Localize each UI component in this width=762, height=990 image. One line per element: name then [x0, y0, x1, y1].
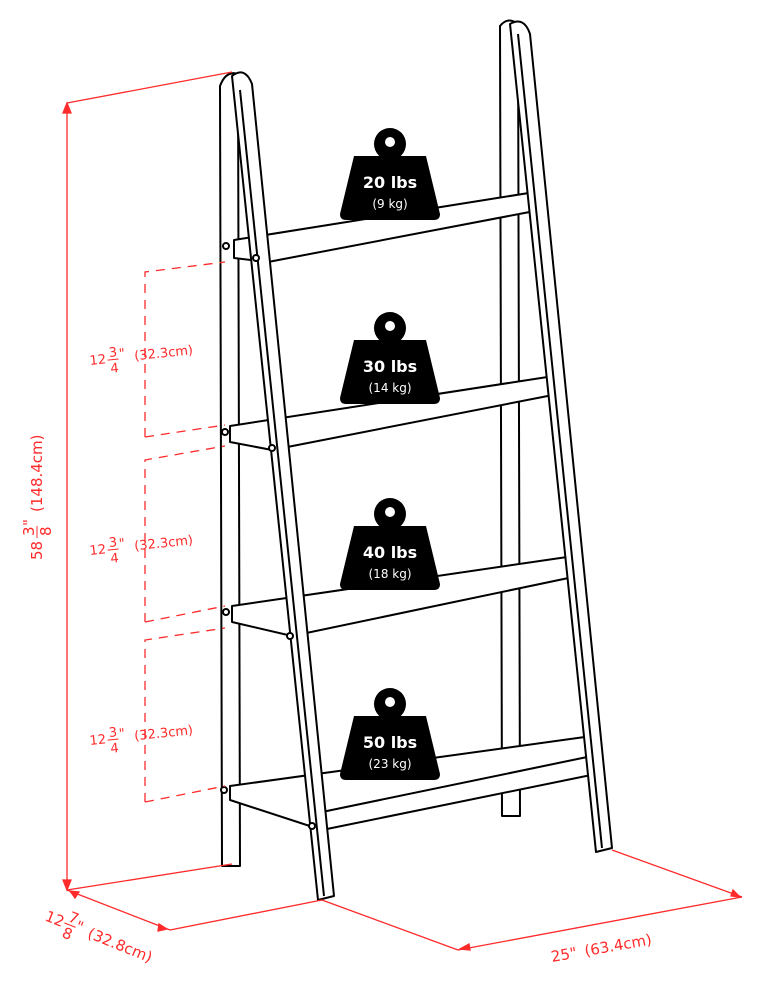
- shelf-4-edge: [321, 755, 593, 813]
- svg-text:12: 12: [89, 542, 107, 559]
- weight-capacity: 20 lbs: [363, 173, 417, 192]
- weight-badge: 40 lbs (18 kg): [340, 498, 440, 590]
- weight-icon: [340, 340, 440, 404]
- svg-text:25": 25": [550, 944, 579, 966]
- shelf-1: [233, 191, 541, 263]
- weight-badge: 30 lbs (14 kg): [340, 312, 440, 404]
- shelf-2: [229, 375, 559, 451]
- depth-label: 12 7 8 " (32.8cm): [43, 907, 155, 966]
- weight-icon: [340, 716, 440, 780]
- shelf-spacing-brackets: [144, 261, 226, 803]
- width-label: 25" (63.4cm): [550, 931, 654, 966]
- svg-text:": ": [20, 519, 38, 526]
- svg-text:(32.8cm): (32.8cm): [85, 924, 155, 966]
- svg-text:12: 12: [89, 352, 107, 369]
- weight-metric: (14 kg): [368, 381, 411, 395]
- svg-text:": ": [118, 726, 126, 742]
- svg-text:(32.3cm): (32.3cm): [134, 533, 194, 554]
- dimension-lines: [62, 71, 743, 951]
- svg-text:58: 58: [28, 541, 46, 560]
- svg-text:3: 3: [20, 526, 38, 536]
- svg-text:3: 3: [108, 345, 118, 361]
- weight-metric: (18 kg): [368, 567, 411, 581]
- right-front-leg-inner: [517, 33, 603, 849]
- weight-icon: [340, 156, 440, 220]
- weight-icon: [340, 526, 440, 590]
- weight-badges: 20 lbs (9 kg) 30 lbs (14 kg) 40 lbs (18 kg) 50…: [340, 128, 440, 780]
- svg-text:(32.3cm): (32.3cm): [134, 723, 194, 744]
- weight-capacity: 50 lbs: [363, 733, 417, 752]
- height-label: 58 3 8 " (148.4cm): [20, 434, 55, 560]
- weight-capacity: 30 lbs: [363, 357, 417, 376]
- weight-capacity: 40 lbs: [363, 543, 417, 562]
- weight-metric: (23 kg): [368, 757, 411, 771]
- svg-text:12: 12: [89, 732, 107, 749]
- svg-text:": ": [118, 536, 126, 552]
- svg-text:4: 4: [110, 551, 120, 567]
- svg-text:(63.4cm): (63.4cm): [583, 931, 653, 961]
- left-front-leg-inner: [239, 89, 325, 897]
- weight-badge: 50 lbs (23 kg): [340, 688, 440, 780]
- svg-text:(148.4cm): (148.4cm): [28, 434, 46, 512]
- svg-text:3: 3: [108, 725, 118, 741]
- svg-text:(32.3cm): (32.3cm): [134, 343, 194, 364]
- svg-text:4: 4: [110, 741, 120, 757]
- svg-text:8: 8: [37, 526, 55, 536]
- screws: [220, 242, 316, 830]
- svg-text:4: 4: [110, 361, 120, 377]
- right-front-leg: [509, 20, 613, 853]
- left-back-leg: [219, 72, 241, 867]
- weight-metric: (9 kg): [372, 197, 407, 211]
- svg-text:3: 3: [108, 535, 118, 551]
- svg-text:12: 12: [43, 907, 67, 931]
- shelf-3: [231, 555, 579, 637]
- weight-badge: 20 lbs (9 kg): [340, 128, 440, 220]
- svg-text:": ": [118, 346, 126, 362]
- ladder-frame: [219, 19, 613, 901]
- right-back-leg: [499, 19, 521, 817]
- left-front-leg: [231, 71, 335, 901]
